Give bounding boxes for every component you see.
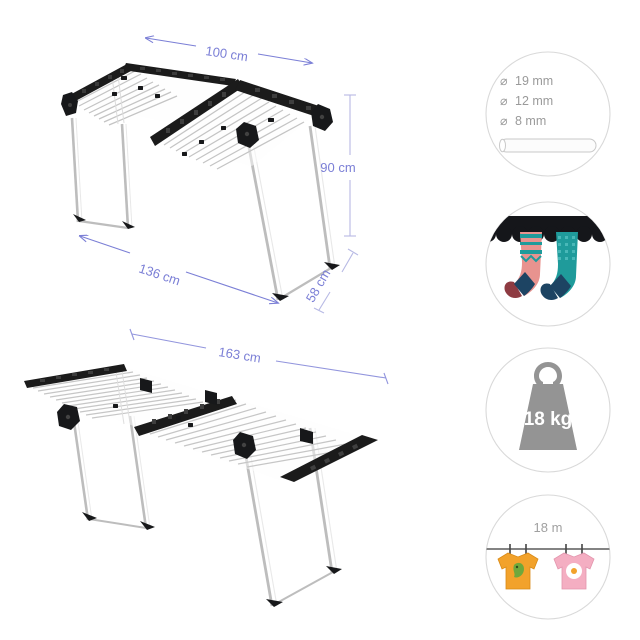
dimension-100cm: 100 cm [146, 38, 312, 64]
product-illustration-panel: 100 cm 90 cm 136 cm [24, 0, 389, 607]
rack-bar-scalloped [486, 216, 610, 242]
leg-extended-rear-left [70, 407, 155, 530]
dimension-label-90cm: 90 cm [320, 160, 355, 175]
leg-front-right [245, 125, 340, 301]
dimension-label-136cm: 136 cm [137, 261, 182, 289]
feature-icon-panel: ⌀ 19 mm ⌀ 12 mm ⌀ 8 mm [460, 0, 640, 640]
dimension-163cm: 163 cm [129, 328, 389, 385]
spec-row-12mm: ⌀ 12 mm [500, 94, 553, 108]
rail-deck-right [150, 79, 333, 170]
dimension-label-100cm: 100 cm [205, 43, 249, 64]
svg-text:⌀: ⌀ [500, 94, 508, 108]
leg-rear-left [70, 117, 135, 230]
weight-illustration [519, 362, 577, 450]
icon-cell-socks [470, 192, 630, 342]
icon-cell-weight: 18 kg [470, 338, 630, 488]
svg-text:⌀: ⌀ [500, 74, 508, 88]
sock-teal-pattern [558, 236, 575, 260]
dimension-136cm: 136 cm [80, 236, 278, 303]
dimension-90cm: 90 cm [320, 94, 356, 237]
extended-deck-left [24, 364, 232, 430]
shirt-pink [553, 544, 595, 590]
dimension-label-58cm: 58 cm [303, 267, 334, 305]
spec-value-8mm: 8 mm [515, 114, 546, 128]
clothesline-illustration [486, 544, 610, 590]
spec-row-19mm: ⌀ 19 mm [500, 74, 553, 88]
airer-extended-drawing: 163 cm [24, 328, 389, 607]
extended-deck-right [134, 390, 378, 482]
sock-teal [540, 232, 578, 301]
shirt-orange [497, 544, 539, 590]
spec-value-12mm: 12 mm [515, 94, 553, 108]
line-length-label: 18 m [534, 520, 563, 535]
product-drawings: 100 cm 90 cm 136 cm [24, 0, 389, 607]
rod-illustration [499, 138, 597, 153]
sock-pink [504, 232, 542, 299]
spec-value-19mm: 19 mm [515, 74, 553, 88]
socks-illustration [486, 216, 610, 301]
airer-collapsed-drawing: 100 cm 90 cm 136 cm [61, 38, 359, 314]
spec-row-8mm: ⌀ 8 mm [500, 114, 546, 128]
svg-text:⌀: ⌀ [500, 114, 508, 128]
rail-deck-left [61, 63, 236, 126]
dimension-label-163cm: 163 cm [218, 344, 262, 365]
weight-capacity-label: 18 kg [524, 409, 573, 430]
sock-pink-pattern [520, 234, 542, 263]
icon-cell-line-length: 18 m [470, 485, 630, 635]
icon-cell-rod-diameter: ⌀ 19 mm ⌀ 12 mm ⌀ 8 mm [470, 42, 630, 192]
